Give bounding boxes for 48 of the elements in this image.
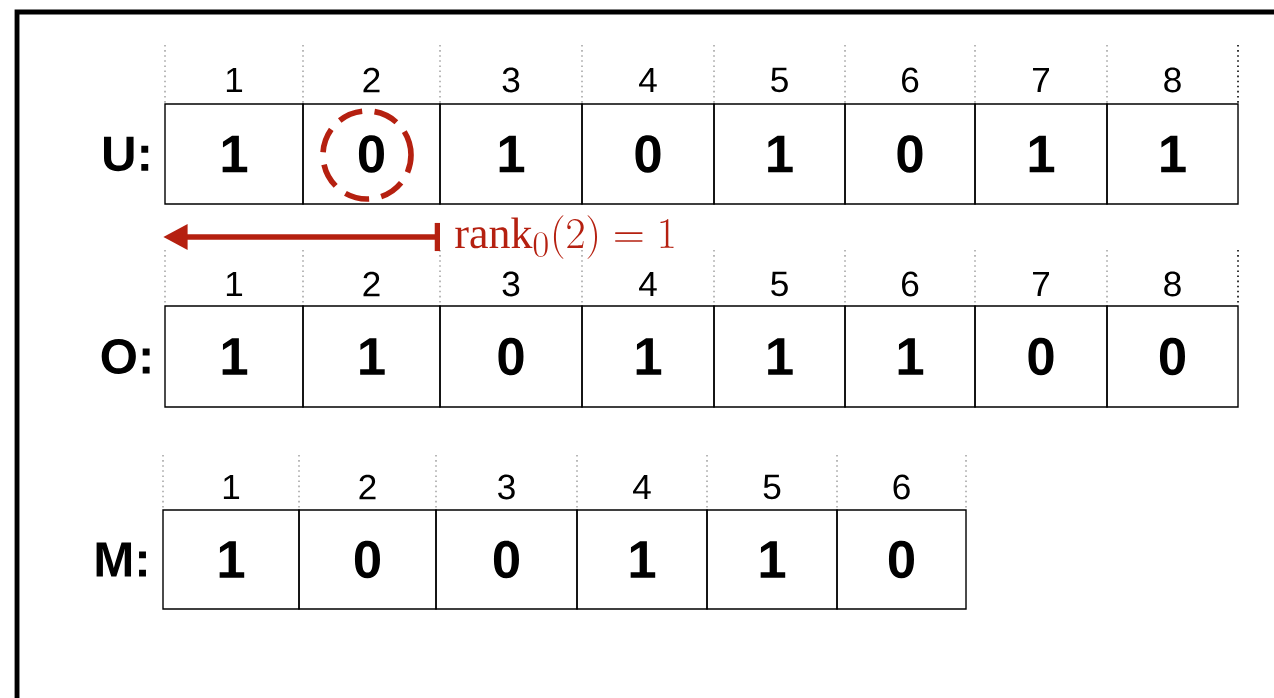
index-number: 6	[893, 474, 910, 500]
index-number: 3	[498, 474, 515, 500]
array-cell: 1	[713, 103, 846, 205]
index-number: 1	[226, 67, 243, 93]
index-number: 3	[502, 67, 520, 93]
index-number: 5	[763, 474, 781, 500]
array-cell: 1	[576, 509, 708, 610]
index-number: 6	[902, 271, 919, 297]
array-cell: 1	[302, 305, 441, 408]
array-cell: 0	[1106, 305, 1239, 408]
rank-formula: $rank_0(2) = 1$	[455, 215, 674, 259]
array-cell: 1	[844, 305, 976, 408]
array-cell: 1	[439, 103, 583, 205]
index-number: 6	[902, 67, 919, 93]
index-number: 7	[1033, 67, 1049, 93]
index-number: 5	[771, 67, 788, 93]
index-number: 2	[363, 271, 380, 297]
array-cell: 0	[844, 103, 976, 205]
index-number: 2	[359, 474, 376, 500]
array-cell: 0	[435, 509, 578, 610]
index-number: 7	[1033, 271, 1049, 297]
index-number: 5	[771, 271, 788, 297]
index-number: 1	[226, 271, 243, 297]
array-name: O:	[101, 339, 150, 374]
index-number: 4	[633, 474, 651, 500]
array-cell: 1	[164, 103, 304, 205]
index-number: 1	[223, 474, 240, 500]
array-cell: 1	[713, 305, 846, 408]
index-number: 4	[639, 67, 657, 93]
index-number: 8	[1164, 67, 1181, 93]
array-cell: 1	[162, 509, 300, 610]
index-number: 2	[363, 67, 380, 93]
array-cell: 0	[302, 103, 441, 205]
array-name: U:	[104, 136, 149, 172]
array-cell: 0	[581, 103, 715, 205]
index-number: 8	[1164, 271, 1181, 297]
array-cell: 1	[1106, 103, 1239, 205]
index-number: 3	[502, 271, 520, 297]
array-cell: 0	[836, 509, 967, 610]
index-number: 4	[639, 271, 657, 297]
array-cell: 1	[706, 509, 838, 610]
array-name: M:	[96, 542, 146, 577]
array-cell: 0	[974, 305, 1108, 408]
array-cell: 1	[581, 305, 715, 408]
array-cell: 1	[164, 305, 304, 408]
array-cell: 0	[298, 509, 437, 610]
array-cell: 1	[974, 103, 1108, 205]
array-cell: 0	[439, 305, 583, 408]
